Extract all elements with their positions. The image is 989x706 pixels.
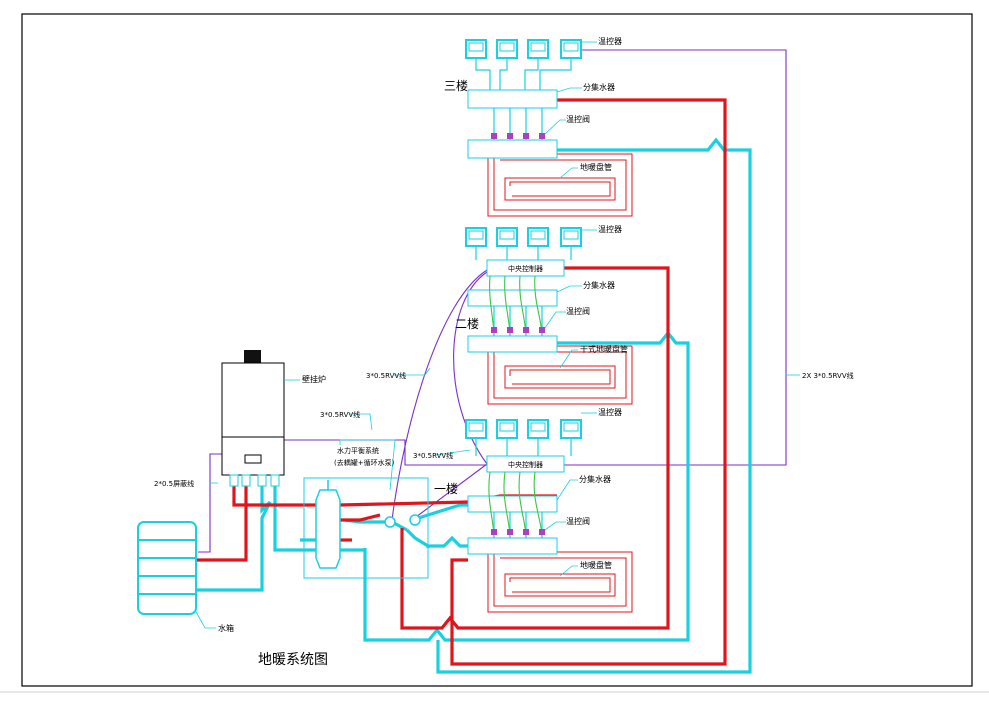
label-valve-2: 温控阀	[566, 306, 590, 316]
thermostat-row-1	[465, 419, 582, 439]
central-controller-1	[486, 455, 565, 473]
label-shielded-wire: 2*0.5屏蔽线	[154, 479, 194, 488]
second-floor-system	[465, 227, 582, 353]
manifold-supply-2	[467, 289, 558, 307]
manifold-return-1	[467, 537, 558, 555]
boiler-flue	[244, 350, 261, 363]
label-coil-3: 地暖盘管	[580, 162, 612, 172]
label-wire-right: 2X 3*0.5RVV线	[802, 371, 854, 380]
wall-boiler	[221, 350, 285, 487]
label-dry-coil-2: 干式地暖盘管	[580, 344, 628, 354]
label-boiler: 壁挂炉	[302, 374, 326, 384]
floor-coil-1	[487, 548, 633, 613]
floor-label-third: 三楼	[444, 78, 468, 93]
manifold-return-3	[467, 139, 558, 159]
label-manifold-2: 分集水器	[583, 280, 615, 290]
label-hydraulic-2: (去耦罐+循环水泵)	[334, 458, 395, 467]
label-valve-3: 温控阀	[566, 114, 590, 124]
valves-3	[491, 133, 545, 139]
label-hydraulic-1: 水力平衡系统	[337, 446, 379, 455]
third-floor-system	[465, 39, 582, 159]
thermostat-row-3	[465, 39, 582, 59]
circulation-pump-1	[384, 516, 396, 528]
label-leaders	[194, 41, 800, 629]
floor-label-first: 一楼	[434, 481, 458, 496]
label-thermostat-3: 温控器	[598, 36, 622, 46]
valves-1	[491, 529, 545, 535]
floor-coil-3	[487, 150, 633, 217]
label-wire-mid: 3*0.5RVV线	[320, 410, 360, 419]
boiler-display	[244, 454, 262, 464]
floor-coil-2	[487, 345, 633, 405]
label-controller-1: 中央控制器	[508, 460, 543, 469]
label-thermostat-2: 温控器	[598, 224, 622, 234]
water-tank	[137, 521, 197, 615]
valves-2	[491, 327, 545, 333]
label-valve-1: 温控阀	[566, 516, 590, 526]
label-manifold-1: 分集水器	[579, 474, 611, 484]
label-wire-low: 3*0.5RVV线	[413, 451, 453, 460]
manifold-return-2	[467, 335, 558, 353]
floor-label-second: 二楼	[455, 316, 479, 331]
diagram-title: 地暖系统图	[258, 652, 328, 668]
label-water-tank: 水箱	[218, 623, 234, 633]
label-coil-1: 地暖盘管	[580, 560, 612, 570]
label-thermostat-1: 温控器	[598, 407, 622, 417]
label-manifold-3: 分集水器	[583, 82, 615, 92]
decoupling-tank	[315, 489, 341, 569]
label-controller-2: 中央控制器	[508, 264, 543, 273]
thermostat-row-2	[465, 227, 582, 247]
hydraulic-frame	[303, 477, 429, 579]
label-wire-left: 3*0.5RVV线	[366, 371, 406, 380]
central-controller-2	[486, 259, 565, 277]
hydraulic-balance-system	[303, 477, 429, 579]
first-floor-system	[465, 419, 582, 555]
manifold-supply-1	[467, 495, 558, 513]
manifold-supply-3	[467, 89, 558, 109]
circulation-pump-2	[409, 514, 421, 526]
drawing-frame	[21, 13, 973, 687]
